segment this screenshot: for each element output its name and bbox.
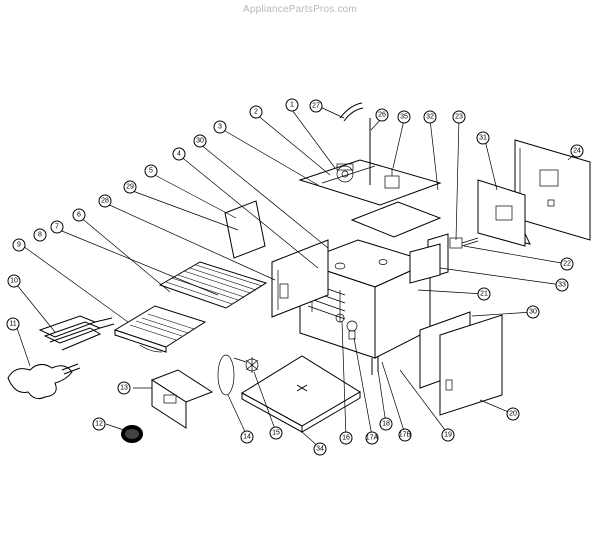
svg-text:9: 9 <box>17 242 21 249</box>
callout-6: 6 <box>72 208 86 222</box>
oven-rack <box>158 261 268 309</box>
bracket-35 <box>384 168 400 189</box>
light-bulb <box>335 313 358 340</box>
svg-text:28: 28 <box>101 198 109 205</box>
bottom-panel-34 <box>241 355 361 433</box>
callout-5: 5 <box>144 164 158 178</box>
convection-fan <box>217 354 259 396</box>
callout-8: 8 <box>33 228 47 242</box>
svg-text:2: 2 <box>254 109 258 116</box>
svg-text:34: 34 <box>316 446 324 453</box>
callout-10: 10 <box>7 274 21 288</box>
svg-text:19: 19 <box>444 432 452 439</box>
callout-17a: 17A <box>365 431 379 445</box>
callout-11: 11 <box>6 317 20 331</box>
callout-13: 13 <box>117 381 131 395</box>
callout-30a: 30 <box>193 134 207 148</box>
svg-text:32: 32 <box>426 114 434 121</box>
round-filter-12 <box>121 425 143 443</box>
panel-33 <box>409 243 441 284</box>
svg-text:21: 21 <box>480 291 488 298</box>
svg-text:11: 11 <box>9 321 16 328</box>
svg-text:30: 30 <box>529 309 537 316</box>
callout-2: 2 <box>249 105 263 119</box>
svg-text:3: 3 <box>218 124 222 131</box>
panel-31 <box>477 179 531 247</box>
callout-34: 34 <box>313 442 327 456</box>
svg-text:8: 8 <box>38 232 42 239</box>
callout-7: 7 <box>50 220 64 234</box>
svg-text:17B: 17B <box>399 432 412 439</box>
callout-12: 12 <box>92 417 106 431</box>
callout-1: 1 <box>285 98 299 112</box>
top-cover-plate <box>298 102 442 206</box>
svg-text:16: 16 <box>342 435 350 442</box>
callout-18: 18 <box>379 417 393 431</box>
callout-28: 28 <box>98 194 112 208</box>
svg-text:18: 18 <box>382 421 390 428</box>
callout-17b: 17B <box>398 428 412 442</box>
svg-text:35: 35 <box>400 114 408 121</box>
svg-text:6: 6 <box>77 212 81 219</box>
svg-text:7: 7 <box>55 224 59 231</box>
svg-text:24: 24 <box>573 148 581 155</box>
top-panel <box>350 201 442 238</box>
svg-text:33: 33 <box>558 282 566 289</box>
callout-33: 33 <box>555 278 569 292</box>
svg-text:29: 29 <box>126 184 134 191</box>
side-panel-29 <box>224 200 266 259</box>
callout-22: 22 <box>560 257 574 271</box>
svg-text:23: 23 <box>455 114 463 121</box>
svg-text:12: 12 <box>95 421 103 428</box>
bake-element <box>38 315 115 351</box>
callout-14: 14 <box>240 430 254 444</box>
broil-pan <box>113 305 207 353</box>
rear-panel <box>271 239 329 318</box>
callout-15: 15 <box>269 426 283 440</box>
svg-text:22: 22 <box>563 261 571 268</box>
svg-text:17A: 17A <box>366 435 379 442</box>
callout-35: 35 <box>397 110 411 124</box>
callout-23: 23 <box>452 110 466 124</box>
svg-text:27: 27 <box>312 103 320 110</box>
back-wall-24 <box>514 139 591 241</box>
svg-text:10: 10 <box>10 278 18 285</box>
callout-19: 19 <box>441 428 455 442</box>
svg-text:26: 26 <box>378 112 386 119</box>
callout-32: 32 <box>423 110 437 124</box>
svg-text:5: 5 <box>149 168 153 175</box>
callout-3: 3 <box>213 120 227 134</box>
callout-21: 21 <box>477 287 491 301</box>
callout-27: 27 <box>309 99 323 113</box>
svg-text:14: 14 <box>243 434 251 441</box>
callout-26: 26 <box>375 108 389 122</box>
svg-text:1: 1 <box>290 102 294 109</box>
callout-29: 29 <box>123 180 137 194</box>
svg-text:13: 13 <box>120 385 128 392</box>
svg-text:15: 15 <box>272 430 280 437</box>
svg-text:31: 31 <box>479 135 487 142</box>
callout-30b: 30 <box>526 305 540 319</box>
leader-lines <box>15 105 578 449</box>
control-housing-13 <box>150 369 214 429</box>
broil-element <box>7 363 81 400</box>
svg-text:30: 30 <box>196 138 204 145</box>
callout-24: 24 <box>570 144 584 158</box>
callout-20: 20 <box>506 407 520 421</box>
svg-text:4: 4 <box>177 151 181 158</box>
callout-9: 9 <box>12 238 26 252</box>
callout-31: 31 <box>476 131 490 145</box>
side-panel-20 <box>439 314 503 416</box>
svg-text:20: 20 <box>509 411 517 418</box>
callout-4: 4 <box>172 147 186 161</box>
watermark: AppliancePartsPros.com <box>243 4 357 15</box>
callout-16: 16 <box>339 431 353 445</box>
